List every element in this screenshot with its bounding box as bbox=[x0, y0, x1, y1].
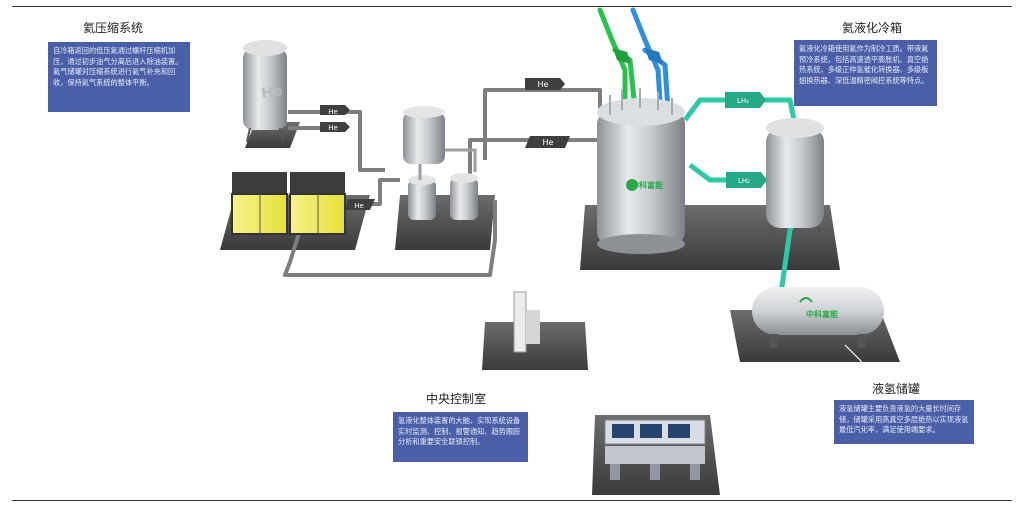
control-room-title: 中央控制室 bbox=[426, 392, 487, 406]
coldbox-title: 氦液化冷箱 bbox=[842, 21, 903, 35]
he-flow-arrows bbox=[320, 78, 570, 210]
he-storage-vessel bbox=[243, 40, 287, 143]
control-room-base-plate bbox=[482, 322, 588, 370]
oil-removal-units bbox=[403, 106, 478, 220]
lh2-arrow-label-1: LH₂ bbox=[737, 97, 749, 105]
tank-brand: 中科富能 bbox=[806, 309, 838, 319]
lh2-tank-title: 液氢储罐 bbox=[872, 382, 921, 396]
coldbox-brand: 中科富能 bbox=[631, 180, 663, 190]
lh2-storage-tank bbox=[752, 287, 884, 348]
control-room-description: 氢液化整体装置的大脑，实现系统设备实时监测、控制、报警通知、趋势跟踪分析和重要安… bbox=[393, 412, 528, 462]
lh2-buffer-vessel bbox=[766, 118, 824, 246]
h2-flow-arrows bbox=[613, 48, 663, 64]
he-arrow-label-1: He bbox=[328, 108, 338, 116]
he-arrow-label-5: He bbox=[354, 202, 364, 210]
lh2-arrow-label-2: LH₂ bbox=[738, 177, 750, 185]
coldbox-description: 氦液化冷箱使用氦作为制冷工质。带液氦预冷系统，包括高速透平膨胀机、真空绝热系统、… bbox=[794, 40, 937, 106]
he-arrow-label-3: He bbox=[538, 80, 549, 89]
he-arrow-label-4: He bbox=[543, 138, 554, 147]
bottom-rule bbox=[12, 500, 1012, 501]
control-cabinet bbox=[513, 291, 540, 353]
control-consoles bbox=[604, 419, 706, 480]
top-rule bbox=[12, 6, 1012, 7]
compressor-title: 氦压缩系统 bbox=[83, 21, 144, 35]
he-arrow-label-2: He bbox=[328, 124, 338, 132]
compressor-description: 自冷箱返回的低压氦通过螺杆压缩机加压，通过初步油气分离后进入除油装置。氦气储罐对… bbox=[48, 42, 190, 112]
lh2-flow-arrows bbox=[725, 92, 767, 188]
compressor-skids bbox=[231, 172, 346, 235]
helium-coldbox bbox=[597, 88, 685, 254]
he-vessel-label: He bbox=[260, 83, 283, 102]
lh2-tank-description: 液氢储罐主要负责液氢的大量长时间存储，储罐采用高真空多层绝热以实现液氢最低汽化率… bbox=[834, 400, 974, 444]
